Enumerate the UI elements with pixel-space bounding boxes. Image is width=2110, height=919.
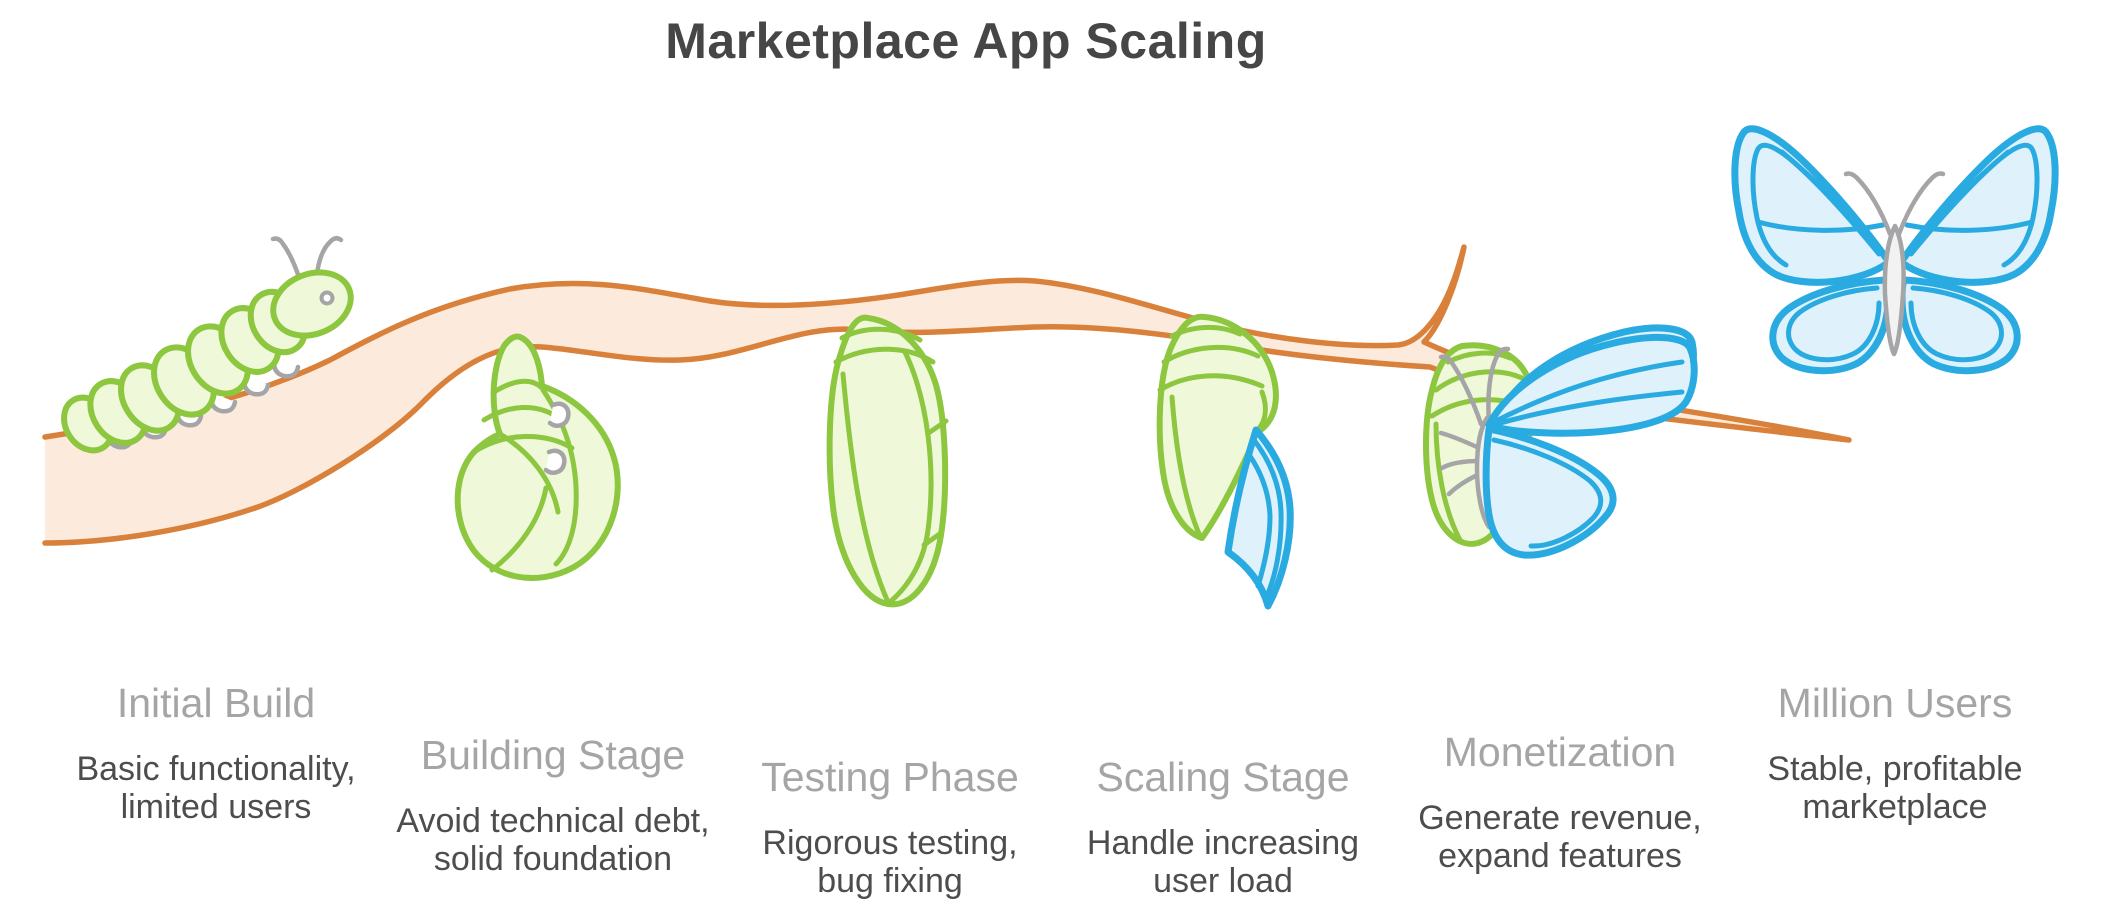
tree-branch-icon [42, 244, 1852, 546]
stage-description: Basic functionality, limited users [76, 750, 356, 826]
caterpillar-eye [319, 290, 335, 306]
emerging-butterfly-icon [1423, 324, 1698, 559]
stage-label-testing-phase: Testing Phase Rigorous testing, bug fixi… [710, 754, 1070, 900]
curled-pupa-icon [454, 333, 621, 581]
chrysalis-emerging-wing-icon [1156, 313, 1294, 610]
stage-title: Scaling Stage [1096, 754, 1350, 800]
stage-label-monetization: Monetization Generate revenue, expand fe… [1380, 729, 1740, 875]
stage-title: Initial Build [116, 680, 316, 726]
stage-title: Monetization [1443, 729, 1677, 775]
stage-label-building-stage: Building Stage Avoid technical debt, sol… [373, 732, 733, 878]
stage-description: Stable, profitable marketplace [1767, 750, 2023, 826]
stage-description: Handle increasing user load [1086, 824, 1360, 900]
stage-label-initial-build: Initial Build Basic functionality, limit… [36, 680, 396, 826]
stage-label-scaling-stage: Scaling Stage Handle increasing user loa… [1043, 754, 1403, 900]
stage-title: Building Stage [420, 732, 686, 778]
page-title: Marketplace App Scaling [665, 13, 1267, 69]
caterpillar-icon [61, 236, 354, 454]
stage-description: Rigorous testing, bug fixing [762, 824, 1018, 900]
stage-description: Avoid technical debt, solid foundation [396, 802, 710, 878]
stage-description: Generate revenue, expand features [1418, 799, 1702, 875]
stage-title: Million Users [1777, 680, 2013, 726]
chrysalis-icon [826, 314, 949, 608]
stage-title: Testing Phase [761, 754, 1019, 800]
stage-label-million-users: Million Users Stable, profitable marketp… [1715, 680, 2075, 826]
butterfly-icon [1731, 129, 2055, 371]
